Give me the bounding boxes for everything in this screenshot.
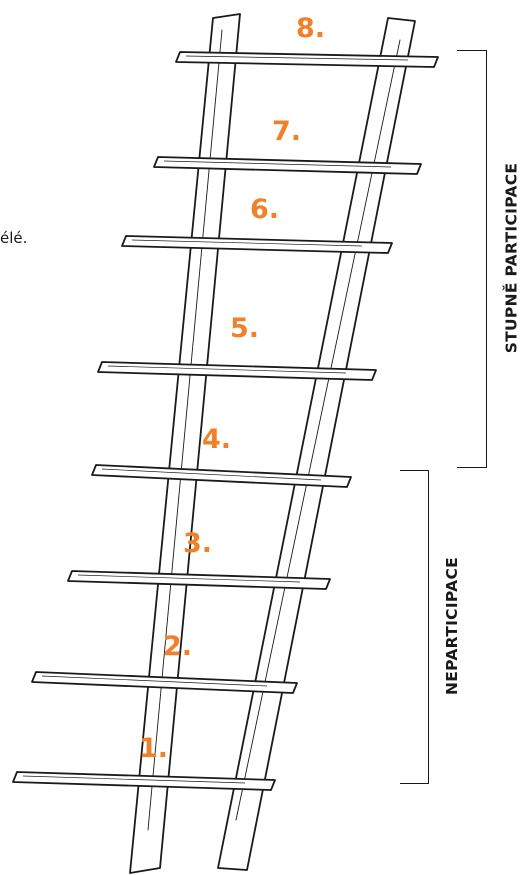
rung-label-5: 5. bbox=[230, 313, 260, 344]
right-rail bbox=[217, 17, 416, 871]
ladder-rung-grain bbox=[185, 55, 409, 61]
ladder-rung-grain bbox=[163, 160, 392, 168]
ladder-rungs bbox=[12, 51, 439, 791]
ladder-rung-grain bbox=[77, 574, 301, 583]
ladder-rung-2 bbox=[153, 156, 422, 175]
participation-label-wrap: STUPNĚ PARTICIPACE bbox=[488, 50, 520, 466]
rung-label-6: 6. bbox=[250, 194, 280, 225]
rung-label-8: 8. bbox=[296, 13, 326, 44]
nonparticipation-bracket bbox=[400, 470, 429, 784]
right-rail-sketch bbox=[235, 39, 401, 821]
ladder-rung-grain bbox=[22, 775, 246, 784]
ladder-rung-grain bbox=[41, 675, 268, 687]
ladder-rung-8 bbox=[12, 771, 276, 791]
cut-off-text-fragment: élé. bbox=[0, 229, 28, 247]
ladder-rung-1 bbox=[175, 51, 439, 68]
rung-label-7: 7. bbox=[272, 116, 302, 147]
nonparticipation-label: NEPARTICIPACE bbox=[443, 556, 462, 696]
rung-label-2: 2. bbox=[163, 631, 193, 662]
ladder-rung-5 bbox=[91, 464, 352, 488]
ladder-rung-6 bbox=[67, 570, 331, 590]
ladder-rung-4 bbox=[97, 361, 377, 381]
nonparticipation-label-wrap: NEPARTICIPACE bbox=[432, 470, 472, 782]
ladder-rung-grain bbox=[131, 239, 363, 247]
ladder-rung-grain bbox=[101, 468, 322, 481]
ladder-rung-3 bbox=[121, 235, 393, 254]
participation-label: STUPNĚ PARTICIPACE bbox=[502, 162, 520, 354]
rung-label-3: 3. bbox=[183, 528, 213, 559]
left-rail bbox=[129, 13, 241, 874]
rung-label-4: 4. bbox=[202, 424, 232, 455]
rung-label-1: 1. bbox=[139, 733, 169, 764]
participation-bracket bbox=[457, 50, 487, 468]
ladder-rung-grain bbox=[107, 365, 347, 374]
ladder-rung-7 bbox=[31, 671, 298, 694]
